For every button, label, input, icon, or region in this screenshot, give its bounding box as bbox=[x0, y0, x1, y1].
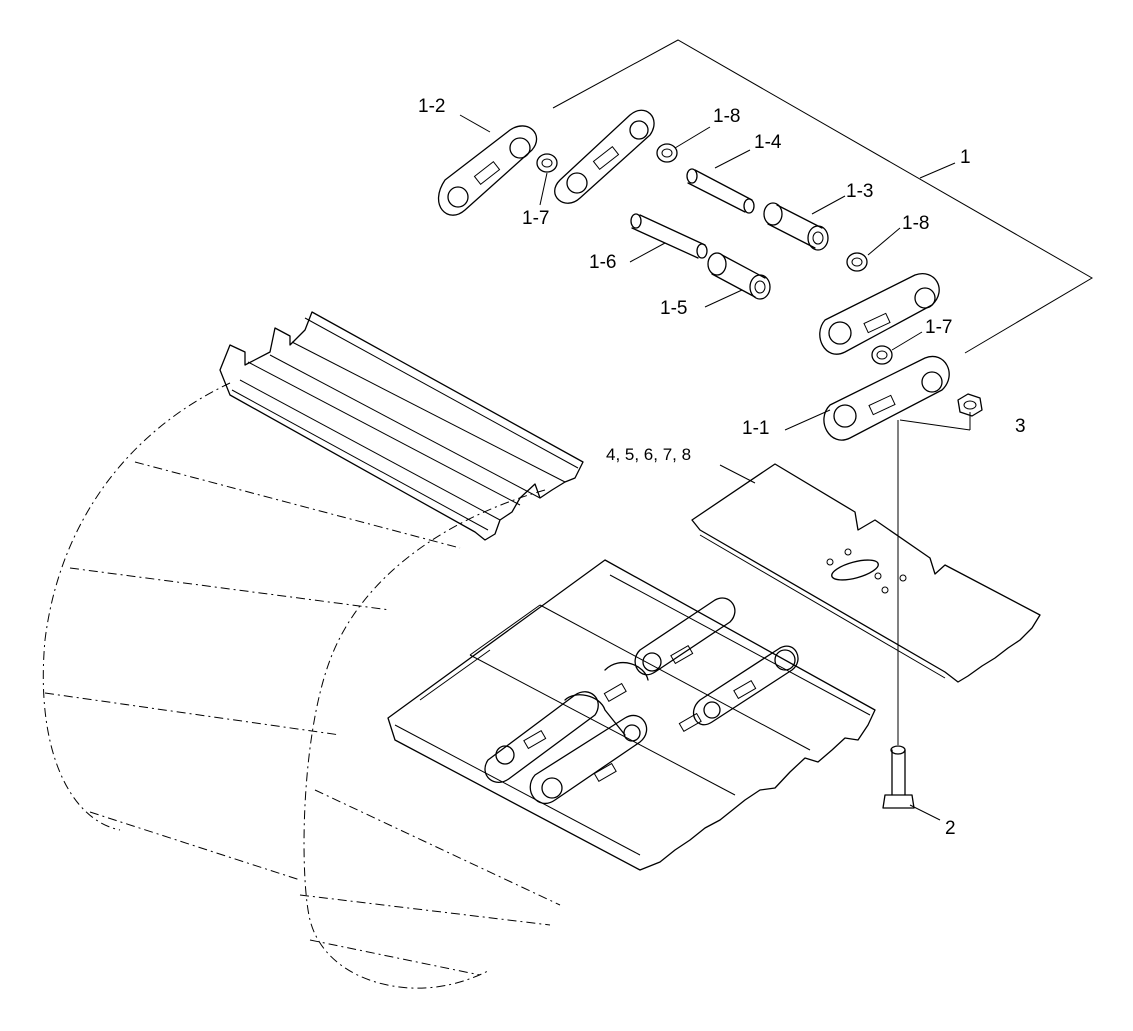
track-loop-outline bbox=[42, 382, 561, 989]
bushing-1-5 bbox=[707, 252, 771, 300]
upper-track-shoe bbox=[219, 311, 584, 541]
track-shoe-4-8 bbox=[691, 463, 1041, 683]
callout-1-3: 1-3 bbox=[846, 181, 873, 202]
link-upper-right bbox=[819, 273, 940, 355]
washer-1-8-mid bbox=[846, 252, 868, 272]
bolt-2 bbox=[882, 745, 915, 809]
callout-1-8-top: 1-8 bbox=[713, 106, 740, 127]
part-1-2-link bbox=[437, 125, 538, 216]
leader-lines bbox=[459, 114, 971, 821]
callout-1-6: 1-6 bbox=[589, 252, 616, 273]
callout-3: 3 bbox=[1015, 416, 1026, 437]
callout-1-7-top: 1-7 bbox=[522, 208, 549, 229]
washer-1-7-top bbox=[536, 153, 558, 173]
pin-1-4 bbox=[686, 168, 755, 214]
callout-1: 1 bbox=[960, 147, 971, 168]
callout-1-1: 1-1 bbox=[742, 418, 769, 439]
part-1-2-link-b bbox=[554, 109, 655, 204]
callout-1-8-mid: 1-8 bbox=[902, 213, 929, 234]
callout-1-7-mid: 1-7 bbox=[925, 317, 952, 338]
callout-labels: 1 1-2 1-7 1-8 1-4 1-3 1-8 1-6 1-5 1-7 1-… bbox=[418, 96, 1026, 839]
assembly-bracket bbox=[552, 39, 1093, 354]
callout-2: 2 bbox=[945, 818, 956, 839]
bushing-1-3 bbox=[763, 202, 829, 251]
part-1-1-link bbox=[823, 355, 950, 441]
washer-1-7-mid bbox=[871, 345, 893, 365]
pin-1-6 bbox=[630, 213, 708, 259]
assembled-chain bbox=[484, 597, 799, 805]
callout-1-4: 1-4 bbox=[754, 132, 782, 153]
washer-1-8-top bbox=[656, 143, 678, 163]
lower-track-shoes bbox=[387, 559, 876, 871]
nut-3 bbox=[957, 393, 983, 417]
callout-4-8: 4, 5, 6, 7, 8 bbox=[606, 445, 691, 464]
callout-1-5: 1-5 bbox=[660, 298, 687, 319]
callout-1-2: 1-2 bbox=[418, 96, 445, 117]
